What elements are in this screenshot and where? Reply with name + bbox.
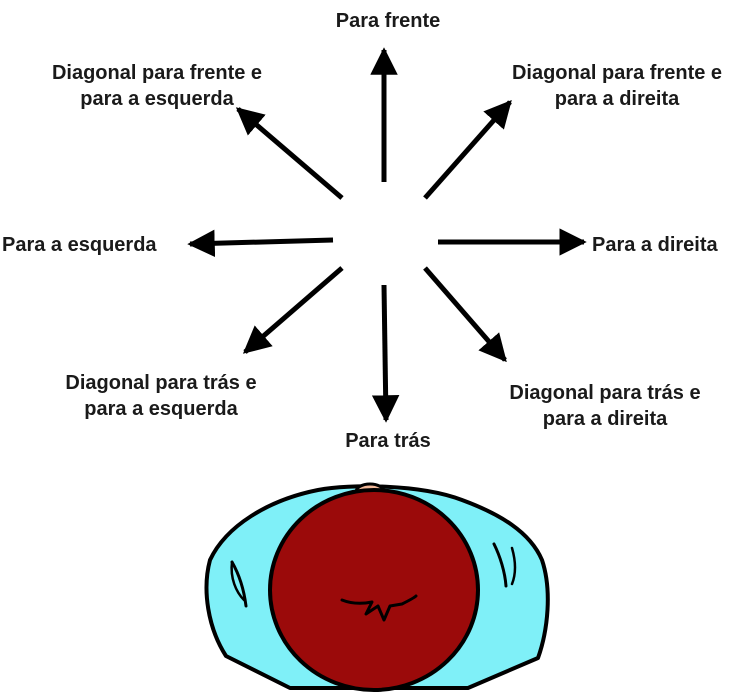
- arrow-forward-left: [235, 107, 344, 200]
- arrow-back-right: [423, 266, 507, 363]
- label-back-left: Diagonal para trás e para a esquerda: [32, 370, 290, 422]
- label-back-left-line2: para a esquerda: [84, 398, 238, 420]
- label-forward-right: Diagonal para frente e para a direita: [490, 60, 744, 112]
- label-back-right-line1: Diagonal para trás e: [509, 382, 701, 404]
- label-right: Para a direita: [592, 232, 742, 258]
- arrow-left: [187, 229, 334, 258]
- label-left-line1: Para a esquerda: [2, 234, 157, 256]
- arrow-back: [371, 284, 400, 423]
- label-right-line1: Para a direita: [592, 234, 718, 256]
- arrow-forward-right: [423, 99, 512, 200]
- label-forward-right-line2: para a direita: [554, 88, 680, 110]
- label-back-right-line2: para a direita: [542, 408, 668, 430]
- label-back-line1: Para trás: [345, 430, 431, 452]
- label-back-right: Diagonal para trás e para a direita: [480, 380, 730, 432]
- label-forward-left: Diagonal para frente e para a esquerda: [28, 60, 286, 112]
- arrow-back-left: [242, 266, 344, 354]
- label-forward-line1: Para frente: [335, 10, 441, 32]
- label-back: Para trás: [318, 428, 458, 454]
- label-forward-left-line2: para a esquerda: [80, 88, 234, 110]
- label-forward: Para frente: [318, 8, 458, 34]
- label-back-left-line1: Diagonal para trás e: [65, 372, 257, 394]
- person-top-view-icon: [204, 482, 550, 692]
- label-forward-left-line1: Diagonal para frente e: [51, 62, 263, 84]
- label-left: Para a esquerda: [2, 232, 182, 258]
- label-forward-right-line1: Diagonal para frente e: [511, 62, 723, 84]
